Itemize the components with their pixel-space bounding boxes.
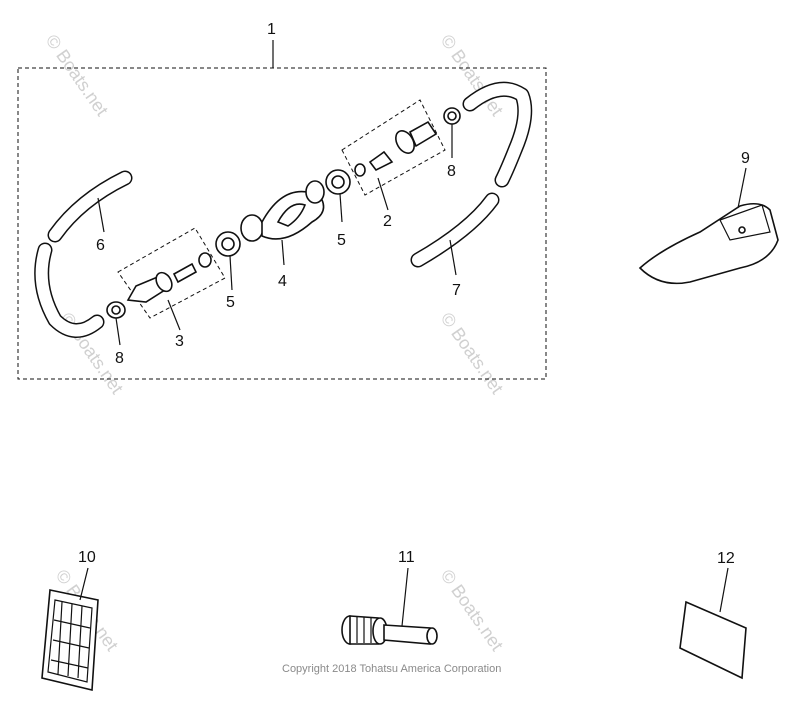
callout-11[interactable]: 11 bbox=[398, 549, 415, 566]
clamp-8-left[interactable] bbox=[106, 301, 126, 319]
leader-4 bbox=[281, 239, 285, 266]
callout-12[interactable]: 12 bbox=[717, 550, 735, 567]
watermark-6: © Boats.net bbox=[437, 566, 507, 655]
plate-10[interactable] bbox=[41, 589, 99, 691]
leader-11 bbox=[401, 567, 409, 627]
card-12[interactable] bbox=[679, 600, 747, 680]
kit-boundary bbox=[17, 67, 547, 380]
callout-4[interactable]: 4 bbox=[278, 273, 287, 290]
group-2-outline bbox=[341, 99, 446, 196]
watermark-1: © Boats.net bbox=[42, 31, 112, 120]
clamp-8-right[interactable] bbox=[443, 107, 461, 125]
hose-upper[interactable] bbox=[462, 81, 533, 188]
leader-5-right bbox=[339, 193, 343, 223]
leader-12 bbox=[719, 567, 729, 613]
hose-7[interactable] bbox=[410, 192, 500, 268]
callout-8-right[interactable]: 8 bbox=[447, 163, 456, 180]
callout-6[interactable]: 6 bbox=[96, 237, 105, 254]
callout-3[interactable]: 3 bbox=[175, 333, 184, 350]
leader-9 bbox=[737, 167, 747, 209]
hose-6[interactable] bbox=[34, 170, 133, 338]
fitting-2[interactable] bbox=[354, 120, 438, 177]
callout-10[interactable]: 10 bbox=[78, 549, 96, 566]
callout-1[interactable]: 1 bbox=[267, 21, 276, 38]
pouch-9[interactable] bbox=[638, 202, 779, 285]
watermark-4: © Boats.net bbox=[437, 309, 507, 398]
watermarks: © Boats.net © Boats.net © Boats.net © Bo… bbox=[42, 31, 507, 655]
leader-6 bbox=[97, 197, 105, 233]
leader-5-left bbox=[229, 255, 233, 291]
leader-10 bbox=[79, 567, 89, 601]
callout-5-left[interactable]: 5 bbox=[226, 294, 235, 311]
fitting-3[interactable] bbox=[126, 252, 212, 303]
callout-8-left[interactable]: 8 bbox=[115, 350, 124, 367]
callout-7[interactable]: 7 bbox=[452, 282, 461, 299]
copyright-text: Copyright 2018 Tohatsu America Corporati… bbox=[282, 663, 501, 675]
fitting-11[interactable] bbox=[341, 615, 438, 645]
leader-8-left bbox=[115, 317, 121, 346]
callout-2[interactable]: 2 bbox=[383, 213, 392, 230]
callout-9[interactable]: 9 bbox=[741, 150, 750, 167]
group-3-outline bbox=[117, 227, 226, 319]
leader-7 bbox=[449, 239, 457, 276]
leader-2 bbox=[377, 177, 389, 211]
clamp-5-left[interactable] bbox=[215, 231, 241, 257]
primer-bulb-4[interactable] bbox=[240, 180, 325, 242]
leader-3 bbox=[167, 299, 181, 331]
clamp-5-right[interactable] bbox=[325, 169, 351, 195]
callout-5-right[interactable]: 5 bbox=[337, 232, 346, 249]
